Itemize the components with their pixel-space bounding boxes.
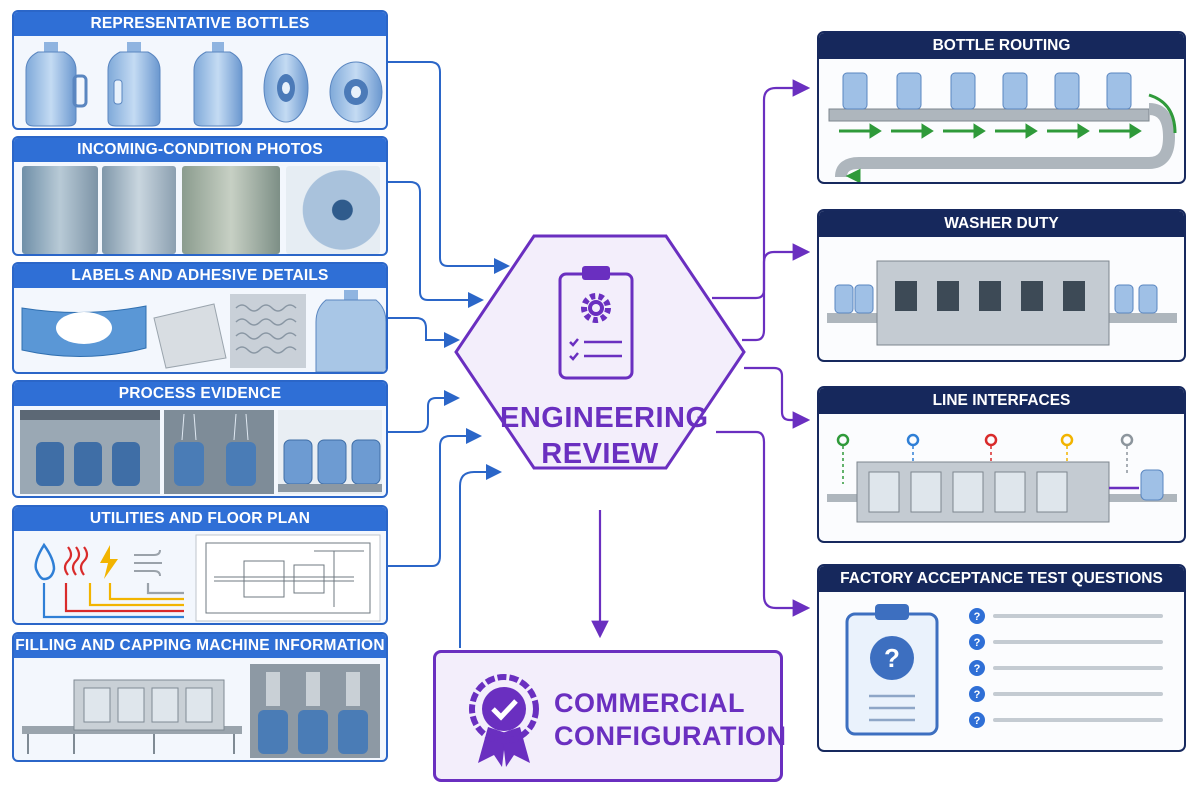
panel-bottle-routing: BOTTLE ROUTING [817, 31, 1186, 184]
svg-text:?: ? [974, 689, 981, 701]
panel-utilities-floor-plan: UTILITIES AND FLOOR PLAN [12, 505, 388, 625]
panel-fat-questions: FACTORY ACCEPTANCE TEST QUESTIONS ? ? ? … [817, 564, 1186, 752]
heat-icon [63, 546, 89, 576]
panel-title: FILLING AND CAPPING MACHINE INFORMATION [14, 634, 386, 658]
panel-title: WASHER DUTY [819, 211, 1184, 237]
arrow-labels [388, 317, 460, 348]
arrow-bottles [388, 61, 510, 274]
svg-text:?: ? [884, 643, 900, 673]
commercial-line1: COMMERCIAL [554, 688, 745, 718]
arrow-process [388, 390, 460, 433]
engineering-review-line2: REVIEW [541, 438, 659, 470]
bottle-icon [25, 42, 88, 127]
engineering-review-line1: ENGINEERING [500, 402, 709, 434]
clipboard-question-icon: ? [845, 604, 939, 736]
bottle-icon [263, 53, 309, 123]
panel-labels-adhesive: LABELS AND ADHESIVE DETAILS [12, 262, 388, 374]
panel-filling-capping: FILLING AND CAPPING MACHINE INFORMATION [12, 632, 388, 762]
water-drop-icon [34, 542, 56, 581]
engineering-review-label: ENGINEERING REVIEW [500, 400, 709, 472]
filling-machine-photos [22, 664, 380, 758]
washer-machine [827, 260, 1177, 346]
svg-text:?: ? [974, 663, 981, 675]
clipboard-gear-icon [558, 266, 634, 380]
bottle-neck-photo [286, 166, 380, 254]
panel-washer-duty: WASHER DUTY [817, 209, 1186, 362]
svg-text:?: ? [974, 611, 981, 623]
panel-process-evidence: PROCESS EVIDENCE [12, 380, 388, 498]
panel-title: BOTTLE ROUTING [819, 33, 1184, 59]
dirty-bottle-photo [182, 166, 280, 254]
commercial-configuration-label: COMMERCIAL CONFIGURATION [554, 687, 786, 753]
power-icon [100, 545, 118, 579]
process-photos [20, 410, 382, 494]
arrow-filling [459, 464, 502, 648]
dirty-bottle-photo [22, 166, 98, 254]
arrow-routing [712, 79, 811, 300]
arrow-interfaces [744, 366, 811, 429]
fat-question-list: ? ? ? ? ? ? [845, 604, 1163, 736]
panel-title: UTILITIES AND FLOOR PLAN [14, 507, 386, 531]
arrow-incoming [388, 181, 484, 308]
label-samples [21, 290, 386, 372]
arrow-utilities [388, 428, 482, 567]
svg-text:?: ? [974, 637, 981, 649]
panel-title: LINE INTERFACES [819, 388, 1184, 414]
bottle-icon [107, 42, 161, 127]
arrow-washer [742, 243, 811, 342]
routing-diagram [828, 72, 1177, 182]
panel-title: REPRESENTATIVE BOTTLES [14, 12, 386, 36]
panel-title: LABELS AND ADHESIVE DETAILS [14, 264, 386, 288]
commercial-line2: CONFIGURATION [554, 721, 787, 751]
panel-line-interfaces: LINE INTERFACES [817, 386, 1186, 543]
utilities-diagram [34, 534, 381, 622]
dirty-bottle-photo [102, 166, 176, 254]
panel-representative-bottles: REPRESENTATIVE BOTTLES [12, 10, 388, 130]
bottle-icon [193, 42, 243, 127]
bottle-icon [329, 61, 383, 123]
panel-title: INCOMING-CONDITION PHOTOS [14, 138, 386, 162]
air-icon [134, 549, 162, 577]
interfaces-diagram [827, 433, 1177, 523]
panel-title: FACTORY ACCEPTANCE TEST QUESTIONS [819, 566, 1184, 592]
panel-title: PROCESS EVIDENCE [14, 382, 386, 406]
panel-incoming-condition-photos: INCOMING-CONDITION PHOTOS [12, 136, 388, 256]
arrow-fat [716, 430, 811, 617]
question-items: ? ? ? ? ? [969, 608, 1163, 728]
engineering-review-hex [454, 234, 746, 470]
rosette-check-icon [469, 674, 539, 767]
svg-text:?: ? [974, 715, 981, 727]
commercial-configuration-box: COMMERCIAL CONFIGURATION [433, 650, 786, 782]
bottle-samples [25, 42, 383, 127]
